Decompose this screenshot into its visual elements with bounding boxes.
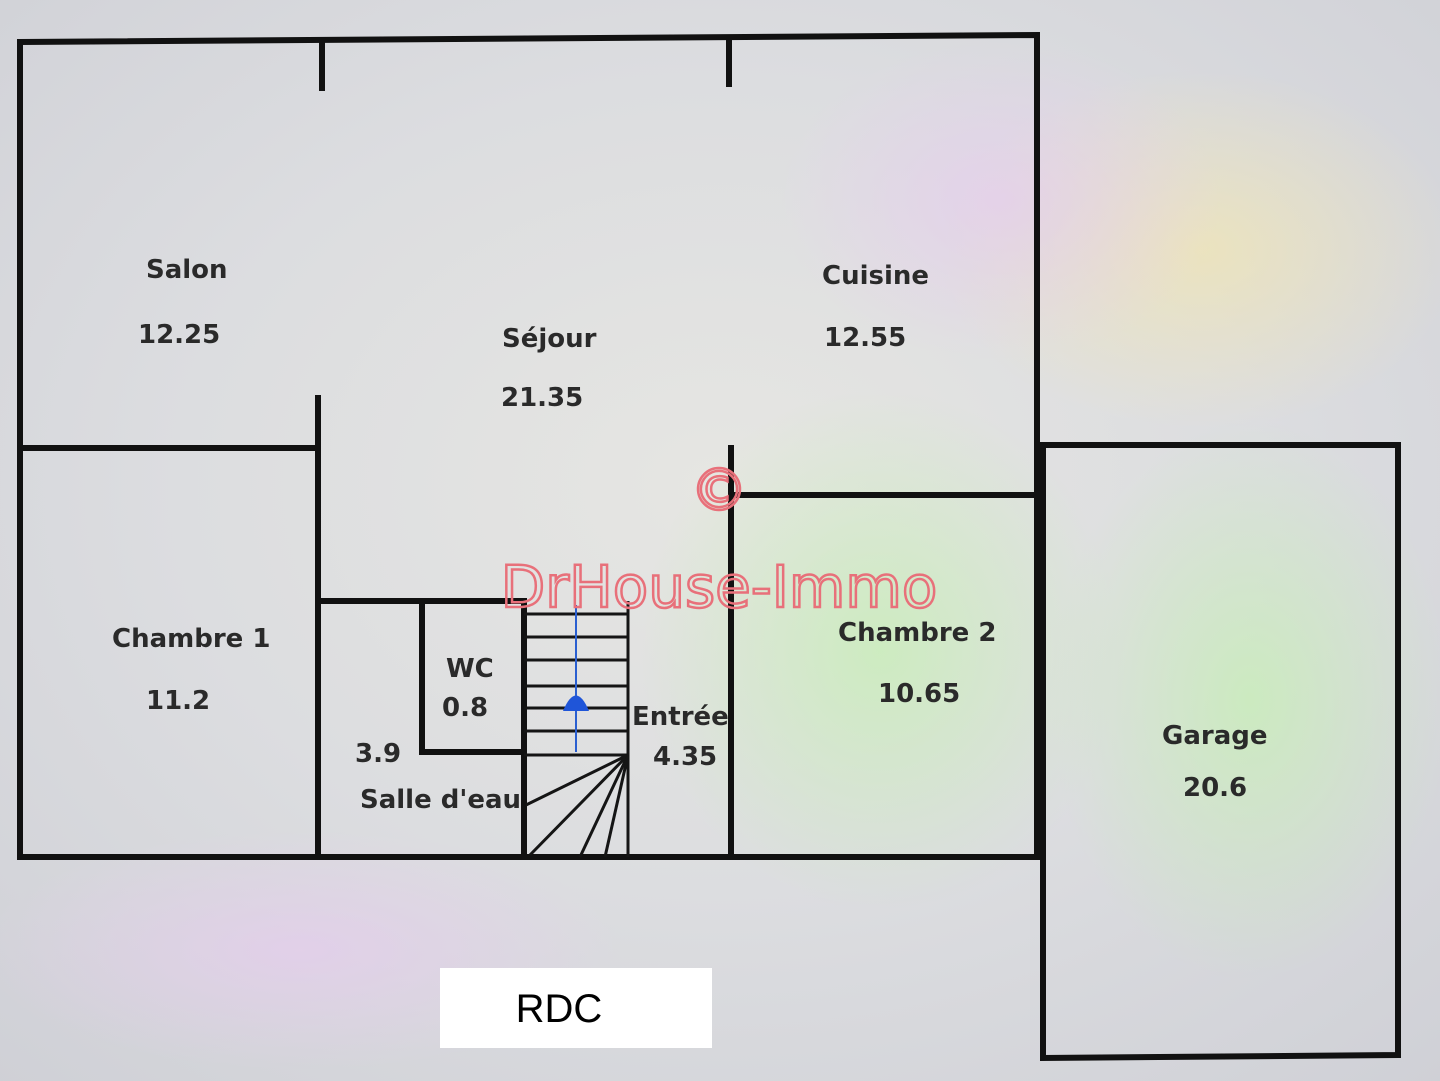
staircase [524, 601, 630, 858]
background-swirl [640, 390, 1120, 910]
room-name: Chambre 2 [838, 618, 996, 648]
room-name: Entrée [632, 702, 729, 732]
background-swirl [780, 40, 1220, 360]
room-area: 12.55 [824, 323, 906, 353]
room-area: 20.6 [1183, 773, 1247, 803]
room-name: WC [446, 654, 494, 684]
level-label: RDC [516, 987, 603, 1031]
room-area: 21.35 [501, 383, 583, 413]
room-name: Chambre 1 [112, 624, 270, 654]
watermark-text: DrHouse-Immo [501, 553, 938, 621]
room-name: Séjour [502, 324, 597, 354]
room-labels: Salon 12.25 Séjour 21.35 Cuisine 12.55 C… [112, 255, 1268, 815]
room-area: 3.9 [355, 739, 401, 769]
background-swirl [1050, 420, 1440, 980]
room-name: Garage [1162, 721, 1268, 751]
level-label-box: RDC [440, 968, 712, 1048]
room-area: 11.2 [146, 686, 210, 716]
room-area: 10.65 [878, 679, 960, 709]
room-area: 12.25 [138, 320, 220, 350]
room-area: 0.8 [442, 693, 488, 723]
room-name: Salon [146, 255, 228, 285]
stair-up-arrow-icon [563, 695, 589, 711]
walls [17, 31, 1401, 1062]
watermark: © DrHouse-Immo [499, 455, 938, 623]
room-name: Salle d'eau [360, 785, 521, 815]
copyright-watermark-icon: © [690, 456, 748, 524]
room-area: 4.35 [653, 742, 717, 772]
room-name: Cuisine [822, 261, 929, 291]
